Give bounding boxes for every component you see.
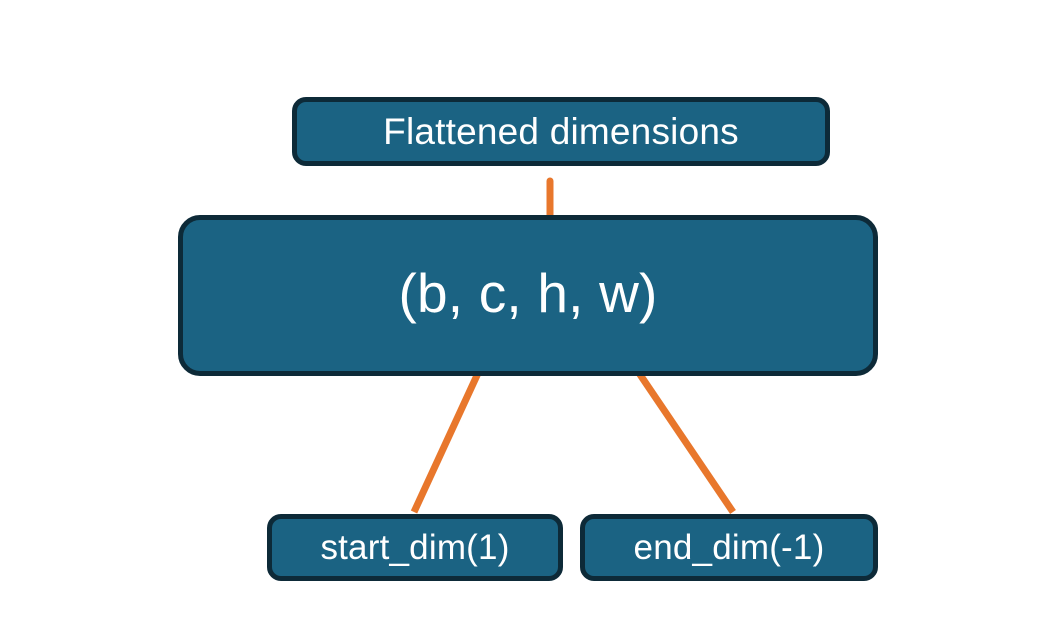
node-flattened-dimensions[interactable]: Flattened dimensions bbox=[292, 97, 830, 166]
node-end-dim[interactable]: end_dim(-1) bbox=[580, 514, 878, 581]
node-start-dim[interactable]: start_dim(1) bbox=[267, 514, 563, 581]
node-end-dim-label: end_dim(-1) bbox=[633, 527, 825, 567]
node-tensor-shape[interactable]: (b, c, h, w) bbox=[178, 215, 878, 376]
node-flattened-dimensions-label: Flattened dimensions bbox=[383, 110, 739, 152]
node-tensor-shape-label: (b, c, h, w) bbox=[398, 262, 658, 324]
node-start-dim-label: start_dim(1) bbox=[320, 527, 510, 567]
